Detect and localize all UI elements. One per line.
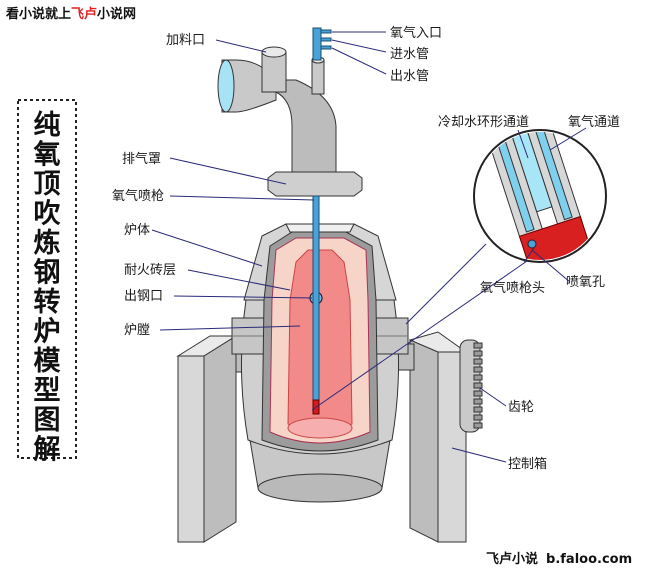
label-feed-port: 加料口 <box>166 33 205 48</box>
label-furnace-chamber: 炉膛 <box>124 323 150 338</box>
control-box <box>408 331 468 543</box>
label-cooling-channel: 冷却水环形通道 <box>438 115 529 130</box>
gear <box>459 339 483 433</box>
title-box: 纯氧顶吹炼钢转炉模型图解 <box>17 99 77 466</box>
leader-lines <box>151 31 587 463</box>
label-tap-hole: 出钢口 <box>124 289 163 304</box>
label-gear: 齿轮 <box>508 400 534 415</box>
label-furnace-body: 炉体 <box>124 223 150 238</box>
label-spray-hole: 喷氧孔 <box>566 275 605 290</box>
label-lance-head: 氧气喷枪头 <box>480 280 545 296</box>
label-oxygen-inlet: 氧气入口 <box>390 25 442 41</box>
exhaust-hood <box>217 46 363 197</box>
lance-head-inset <box>311 129 607 411</box>
label-oxygen-channel: 氧气通道 <box>568 114 620 130</box>
label-water-in: 进水管 <box>390 47 429 62</box>
vertical-title: 纯氧顶吹炼钢转炉模型图解 <box>33 109 61 466</box>
label-water-out: 出水管 <box>390 69 429 84</box>
header-watermark: 看小说就上飞卢小说网 <box>6 6 136 22</box>
left-support <box>176 335 238 543</box>
label-control-box: 控制箱 <box>508 456 547 472</box>
label-oxygen-lance: 氧气喷枪 <box>112 188 164 204</box>
label-refractory: 耐火砖层 <box>124 263 176 278</box>
converter-body <box>231 223 415 503</box>
label-exhaust-hood: 排气罩 <box>122 151 161 167</box>
